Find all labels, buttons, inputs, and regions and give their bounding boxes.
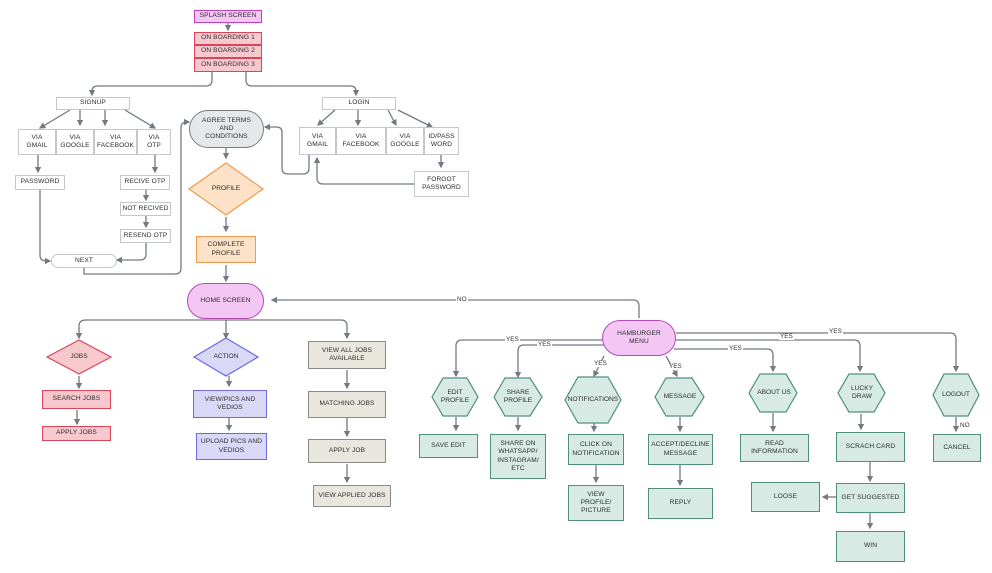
edge-label-yes-notifications: YES — [593, 360, 608, 368]
edge-label-yes-edit: YES — [505, 336, 520, 344]
resend-otp-node: RESEND OTP — [120, 229, 171, 243]
agree-terms-node: AGREE TERMS AND CONDITIONS — [189, 110, 264, 148]
login-via-google-node: VIA GOOGLE — [386, 127, 424, 155]
edge-ham-lucky — [676, 339, 864, 373]
login-via-gmail-node: VIA GMAIL — [299, 127, 336, 155]
signup-via-otp-node: VIA OTP — [137, 129, 171, 155]
edge-onboard-login — [245, 72, 360, 97]
login-node: LOGIN — [322, 97, 396, 110]
login-via-facebook-node: VIA FACEBOOK — [336, 127, 386, 155]
view-pics-node: VIEW/PICS AND VEDIOS — [193, 390, 267, 418]
apply-jobs-node: APPLY JOBS — [42, 426, 111, 441]
edge-label-no-home: NO — [456, 296, 468, 304]
share-profile-hexagon — [493, 377, 543, 417]
login-id-password-node: ID/PASS WORD — [424, 127, 459, 155]
edge-ham-logout — [676, 332, 960, 373]
next-node: NEXT — [51, 254, 117, 268]
edit-profile-hexagon — [431, 377, 479, 417]
password-node: PASSWORD — [15, 175, 65, 190]
edge-label-yes-about: YES — [728, 345, 743, 353]
jobs-diamond — [45, 339, 113, 375]
edge-home-jobs — [75, 319, 226, 340]
accept-decline-node: ACCEPT/DECLINE MESSAGE — [648, 434, 713, 465]
matching-jobs-node: MATCHING JOBS — [308, 391, 386, 418]
edge-label-no-cancel: NO — [959, 422, 971, 430]
scrach-card-node: SCRACH CARD — [836, 432, 905, 462]
edge-hamburger-home — [270, 296, 640, 318]
notifications-hexagon — [564, 376, 622, 424]
edge-ham-about — [674, 348, 777, 373]
onboarding-2-node: ON BOARDING 2 — [194, 45, 262, 58]
edge-label-yes-lucky: YES — [779, 333, 794, 341]
edge-resend-next — [115, 243, 147, 264]
loose-node: LOOSE — [751, 482, 820, 512]
edge-home-viewall — [226, 319, 351, 340]
edge-ham-edit — [452, 339, 605, 378]
edge-forgot-gmail — [313, 156, 414, 185]
click-on-notification-node: CLICK ON NOTIFICATION — [568, 434, 624, 465]
edge-label-yes-share: YES — [537, 341, 552, 349]
edge-next-agree — [83, 118, 191, 275]
edge-ham-share — [514, 344, 607, 379]
edge-signup-gmail — [38, 109, 71, 129]
view-applied-jobs-node: VIEW APPLIED JOBS — [313, 485, 391, 507]
edit-profile-label: EDIT PROFILE — [440, 388, 470, 404]
edge-password-next — [39, 190, 52, 265]
logout-hexagon — [932, 373, 980, 417]
splash-screen-node: SPLASH SCREEN — [194, 10, 262, 23]
complete-profile-node: COMPLETE PROFILE — [196, 236, 256, 263]
profile-diamond — [187, 162, 265, 216]
lucky-draw-label: LUCKY DRAW — [851, 384, 873, 400]
read-information-node: READ INFORMATION — [740, 434, 809, 462]
hamburger-menu-node: HAMBURGER MENU — [602, 320, 676, 356]
edge-login-idpass — [397, 109, 434, 128]
edge-signup-otp — [124, 109, 157, 129]
about-us-label: ABOUT US — [757, 388, 791, 396]
forgot-password-node: FORGOT PASSWORD — [414, 171, 469, 197]
reply-node: REPLY — [648, 488, 713, 519]
onboarding-1-node: ON BOARDING 1 — [194, 32, 262, 45]
edge-login-gmail — [317, 109, 336, 126]
signup-via-facebook-node: VIA FACEBOOK — [94, 129, 137, 155]
search-jobs-node: SEARCH JOBS — [42, 390, 111, 409]
profile-label: PROFILE — [211, 184, 241, 192]
logout-label: LOGOUT — [942, 390, 970, 398]
save-edit-node: SAVE EDIT — [419, 434, 478, 458]
view-profile-picture-node: VIEW PROFILE/ PICTURE — [568, 485, 624, 521]
win-node: WIN — [836, 531, 905, 562]
view-all-jobs-node: VIEW ALL JOBS AVAILABLE — [308, 341, 386, 369]
not-recived-node: NOT RECIVED — [120, 202, 171, 216]
get-suggested-node: GET SUGGESTED — [836, 483, 905, 513]
jobs-label: JOBS — [70, 352, 88, 360]
share-on-node: SHARE ON WHATSAPP/ INSTAGRAM/ ETC — [490, 434, 546, 479]
edge-login-google — [387, 109, 397, 127]
signup-via-google-node: VIA GOOGLE — [56, 129, 94, 155]
signup-node: SIGNUP — [56, 97, 130, 110]
action-diamond — [192, 337, 260, 377]
edge-label-yes-logout: YES — [828, 328, 843, 336]
edge-onboard-signup — [88, 72, 213, 97]
home-screen-node: HOME SCREEN — [187, 283, 264, 319]
apply-job-node: APPLY JOB — [308, 439, 386, 463]
notifications-label: NOTIFICATIONS — [567, 395, 619, 403]
message-hexagon — [654, 377, 705, 417]
upload-pics-node: UPLOAD PICS AND VEDIOS — [196, 433, 267, 460]
recive-otp-node: RECIVE OTP — [120, 175, 170, 190]
signup-via-gmail-node: VIA GMAIL — [18, 129, 56, 155]
edge-gmail-agree — [263, 123, 310, 175]
edge-label-yes-message: YES — [668, 363, 683, 371]
message-label: MESSAGE — [663, 392, 697, 400]
share-profile-label: SHARE PROFILE — [503, 388, 533, 404]
about-us-hexagon — [748, 373, 798, 413]
lucky-draw-hexagon — [837, 373, 886, 413]
onboarding-3-node: ON BOARDING 3 — [194, 58, 262, 72]
action-label: ACTION — [213, 352, 239, 360]
cancel-node: CANCEL — [933, 434, 981, 462]
